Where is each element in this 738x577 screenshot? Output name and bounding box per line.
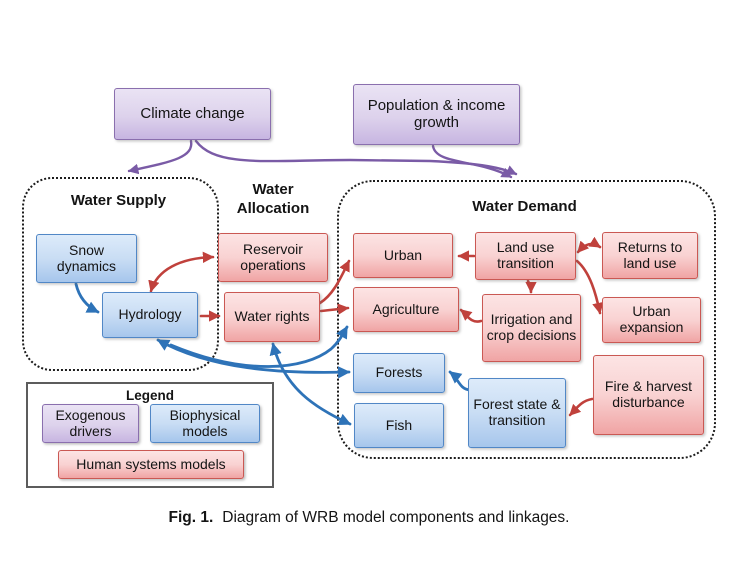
edge-hydrology-reservoir-operations — [148, 251, 215, 293]
edge-water-rights-fish — [269, 342, 352, 426]
node-fire-harvest-disturbance-label: Fire & harvest disturbance — [604, 378, 693, 410]
node-forests: Forests — [353, 353, 445, 393]
node-land-use-transition: Land use transition — [475, 232, 576, 280]
edge-irrigation-to-agriculture — [459, 308, 483, 323]
node-returns-to-land-use: Returns to land use — [602, 232, 698, 279]
figure-caption-label: Fig. 1. — [168, 509, 214, 526]
node-population-income-growth-label: Population & income growth — [367, 96, 506, 131]
node-agriculture: Agriculture — [353, 287, 459, 332]
legend-item-biophysical-models: Biophysical models — [150, 404, 260, 443]
node-irrigation-crop-decisions-label: Irrigation and crop decisions — [486, 311, 577, 343]
node-land-use-transition-label: Land use transition — [496, 239, 555, 271]
figure-caption: Fig. 1. Diagram of WRB model components a… — [0, 509, 738, 527]
node-urban-expansion-label: Urban expansion — [619, 303, 684, 335]
legend-item-human-systems-models-label: Human systems models — [76, 455, 226, 472]
edge-fire-harvest-to-forest-state — [568, 397, 594, 417]
node-forest-state-transition: Forest state & transition — [468, 378, 566, 448]
edge-climate-to-water-supply — [127, 139, 193, 175]
node-irrigation-crop-decisions: Irrigation and crop decisions — [482, 294, 581, 362]
edge-population-to-water-demand — [431, 144, 513, 179]
node-urban-expansion: Urban expansion — [602, 297, 701, 343]
node-population-income-growth: Population & income growth — [353, 84, 520, 145]
group-water-demand — [337, 180, 716, 459]
node-water-rights-label: Water rights — [234, 308, 310, 325]
node-fire-harvest-disturbance: Fire & harvest disturbance — [593, 355, 704, 435]
node-reservoir-operations: Reservoir operations — [218, 233, 328, 282]
node-reservoir-operations-label: Reservoir operations — [240, 240, 306, 273]
legend-item-human-systems-models: Human systems models — [58, 450, 244, 479]
node-forests-label: Forests — [375, 364, 423, 381]
node-agriculture-label: Agriculture — [372, 300, 440, 317]
edge-snow-dynamics-to-hydrology — [74, 282, 100, 314]
node-urban: Urban — [353, 233, 453, 278]
node-forest-state-transition-label: Forest state & transition — [473, 396, 561, 428]
legend-item-biophysical-models-label: Biophysical models — [169, 406, 241, 439]
water-allocation-title: Water Allocation — [236, 181, 310, 217]
figure-caption-text: Diagram of WRB model components and link… — [222, 509, 570, 526]
group-water-demand-title: Water Demand — [472, 198, 577, 215]
edge-forest-state-to-forests — [448, 370, 472, 392]
edge-land-use-transition-to-urban-expansion — [575, 259, 604, 315]
node-snow-dynamics: Snow dynamics — [36, 234, 137, 283]
group-water-supply-title: Water Supply — [70, 192, 167, 209]
node-hydrology: Hydrology — [102, 292, 198, 338]
node-urban-label: Urban — [383, 246, 423, 263]
node-water-rights: Water rights — [224, 292, 320, 342]
edge-water-rights-to-agriculture — [319, 303, 350, 315]
legend-item-exogenous-drivers: Exogenous drivers — [42, 404, 139, 443]
legend-title: Legend — [125, 388, 174, 403]
legend-item-exogenous-drivers-label: Exogenous drivers — [55, 406, 126, 439]
edge-land-use-transition-to-irrigation — [525, 279, 537, 294]
node-snow-dynamics-label: Snow dynamics — [56, 241, 117, 274]
node-fish: Fish — [354, 403, 444, 448]
edge-land-use-transition-returns-to-land-use — [576, 236, 602, 254]
node-climate-change-label: Climate change — [140, 104, 245, 122]
node-climate-change: Climate change — [114, 88, 271, 140]
node-returns-to-land-use-label: Returns to land use — [617, 238, 683, 271]
node-hydrology-label: Hydrology — [118, 306, 182, 323]
edge-climate-to-water-demand — [194, 139, 518, 176]
edge-water-rights-to-urban — [318, 259, 351, 305]
node-fish-label: Fish — [385, 416, 413, 433]
